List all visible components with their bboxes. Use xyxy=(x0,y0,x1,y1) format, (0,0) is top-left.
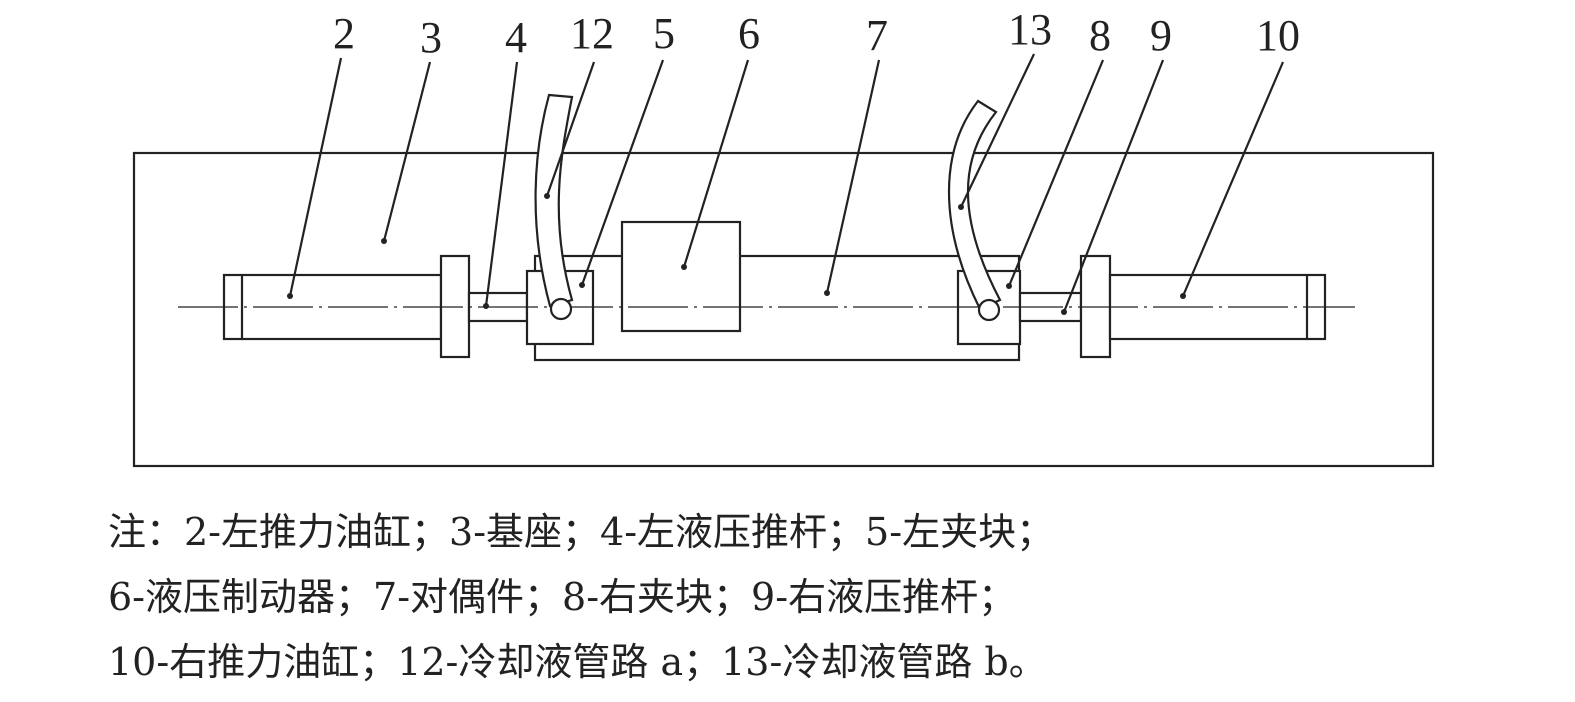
leader-line-8 xyxy=(1007,59,1105,287)
leader-line-7 xyxy=(825,59,881,294)
hydraulic-brake xyxy=(620,220,742,333)
leader-dot-10 xyxy=(1180,293,1186,299)
right-thrust-cylinder xyxy=(1108,273,1327,341)
figure-caption: 注：2-左推力油缸；3-基座；4-左液压推杆；5-左夹块； 6-液压制动器；7-… xyxy=(108,500,1548,695)
coolant-pipe-b-port xyxy=(977,298,1001,322)
caption-line-1: 注：2-左推力油缸；3-基座；4-左液压推杆；5-左夹块； xyxy=(108,510,1055,554)
leader-dot-6 xyxy=(681,264,687,270)
callout-2: 2 xyxy=(333,9,355,58)
leader-dot-5 xyxy=(579,282,585,288)
leader-line-9 xyxy=(1062,59,1165,313)
leader-dot-8 xyxy=(1006,283,1012,289)
callout-13: 13 xyxy=(1008,5,1052,54)
counterpart-bar xyxy=(533,254,1021,362)
leader-dot-12 xyxy=(544,193,550,199)
leader-line-4 xyxy=(484,61,519,307)
leader-dot-3 xyxy=(381,238,387,244)
callout-4: 4 xyxy=(505,13,527,62)
leader-line-2 xyxy=(288,57,343,297)
leader-line-3 xyxy=(382,61,432,242)
leader-line-12 xyxy=(545,61,596,197)
leader-dot-2 xyxy=(287,293,293,299)
leader-dot-9 xyxy=(1061,309,1067,315)
callout-9: 9 xyxy=(1150,11,1172,60)
callout-3: 3 xyxy=(420,13,442,62)
callout-12: 12 xyxy=(570,9,614,58)
callout-7: 7 xyxy=(866,11,888,60)
hydraulic-brake-test-rig-diagram: 2 3 4 12 5 6 7 13 8 9 10 xyxy=(132,5,1435,468)
callout-5: 5 xyxy=(653,9,675,58)
leader-line-5 xyxy=(580,59,665,286)
coolant-pipe-a-port xyxy=(549,297,573,321)
leader-line-10 xyxy=(1181,61,1285,297)
callout-10: 10 xyxy=(1256,11,1300,60)
leader-dot-7 xyxy=(824,290,830,296)
leader-dot-13 xyxy=(958,204,964,210)
caption-line-3: 10-右推力油缸；12-冷却液管路 a；13-冷却液管路 b。 xyxy=(108,640,1047,684)
leader-line-13 xyxy=(960,53,1035,208)
leader-dot-4 xyxy=(483,303,489,309)
leader-line-6 xyxy=(682,59,750,268)
caption-line-2: 6-液压制动器；7-对偶件；8-右夹块；9-右液压推杆； xyxy=(108,575,1017,619)
callout-6: 6 xyxy=(738,9,760,58)
callout-8: 8 xyxy=(1089,11,1111,60)
